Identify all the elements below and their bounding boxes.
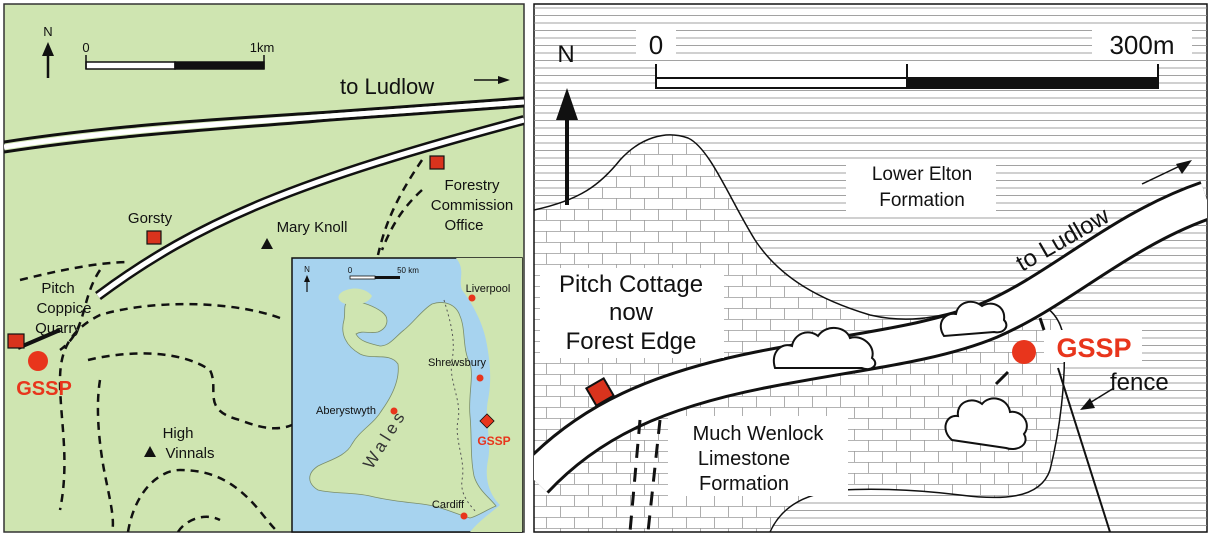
north-arrowhead-icon: [42, 42, 54, 56]
tree-clump-icon: [939, 300, 1008, 338]
high-label: High: [163, 425, 194, 442]
right-scale-bar: [655, 64, 1159, 89]
mary-knoll-summit-icon: [261, 238, 273, 249]
right-gssp-marker-icon: [1012, 340, 1036, 364]
lower-elton-label-line-2: Formation: [879, 190, 965, 211]
aberystwyth-label: Aberystwyth: [316, 405, 376, 417]
gorsty-label: Gorsty: [128, 210, 173, 227]
inset-wales: [309, 299, 497, 519]
forestry-label-line-1: Forestry: [444, 177, 500, 194]
fence-line: [1057, 367, 1111, 532]
right-north-label: N: [557, 41, 574, 68]
right-scale-end: 300m: [1109, 30, 1174, 60]
right-gssp-label: GSSP: [1056, 333, 1131, 363]
mary-knoll-label: Mary Knoll: [277, 219, 348, 236]
left-map: N 0 1km to Ludlow Forestry Commission Of…: [3, 3, 525, 533]
cottage-label-line-1: Pitch Cottage: [559, 271, 703, 298]
tree-clumps: [772, 300, 1028, 450]
gssp-marker-icon: [28, 351, 48, 371]
inset-north-label: N: [304, 265, 310, 274]
gorsty-marker-icon: [146, 230, 162, 245]
right-dashed-track: [628, 419, 662, 532]
forestry-label-line-2: Commission: [431, 197, 514, 214]
cottage-label-line-2: now: [609, 299, 654, 326]
aberystwyth-dot-icon: [390, 407, 398, 415]
cottage-label-line-3: Forest Edge: [566, 328, 697, 355]
forestry-office-marker-icon: [429, 155, 445, 170]
north-label: N: [43, 24, 52, 39]
gssp-dashes: [994, 317, 1046, 386]
pitch-label-line-1: Pitch: [41, 280, 74, 297]
vinnals-label: Vinnals: [166, 445, 215, 462]
tree-clump-icon: [944, 397, 1028, 450]
fence-label: fence: [1110, 369, 1169, 396]
right-road-direction-arrow-icon: [1141, 163, 1185, 185]
liverpool-dot-icon: [468, 294, 476, 302]
high-vinnals-summit-icon: [144, 446, 156, 457]
lower-road: [95, 115, 524, 301]
inset-scale-start: 0: [348, 266, 353, 275]
lower-elton-label-line-1: Lower Elton: [872, 164, 972, 185]
inset-scale-bar: [349, 275, 376, 280]
road-label-to-ludlow: to Ludlow: [340, 74, 434, 99]
cardiff-dot-icon: [460, 512, 468, 520]
right-scale-start: 0: [649, 30, 663, 60]
right-map: N 0 300m Lower Elton Formation to Ludlow…: [533, 3, 1208, 533]
wenlock-label-line-2: Limestone: [698, 448, 790, 470]
cardiff-label: Cardiff: [432, 499, 465, 511]
inset-map: N 0 50 km Liverpool Shrewsbury Aberystwy…: [291, 257, 523, 533]
tree-clump-icon: [772, 327, 877, 370]
scale-start-label: 0: [82, 40, 89, 55]
cottage-marker-icon: [584, 376, 616, 408]
right-road: [534, 181, 1207, 494]
quarry-track: [17, 328, 61, 350]
quarry-marker-icon: [7, 333, 25, 349]
inset-border: [443, 299, 477, 513]
gssp-label: GSSP: [16, 378, 72, 400]
scale-bar: [85, 55, 265, 70]
liverpool-label: Liverpool: [466, 283, 511, 295]
pitch-label-line-3: Quarry: [35, 320, 81, 337]
inset-gssp-label: GSSP: [477, 434, 510, 448]
forestry-label-line-3: Office: [445, 217, 484, 234]
wenlock-label-line-3: Formation: [699, 473, 789, 495]
inset-gssp-marker-icon: [479, 413, 495, 429]
wenlock-label-line-1: Much Wenlock: [693, 423, 825, 445]
shrewsbury-dot-icon: [476, 374, 484, 382]
shrewsbury-label: Shrewsbury: [428, 357, 487, 369]
fence-pointer-arrow-icon: [1087, 387, 1115, 405]
pitch-label-line-2: Coppice: [36, 300, 91, 317]
upper-road: [4, 96, 524, 154]
inset-scale-end: 50 km: [397, 266, 419, 275]
dashed-tracks: [19, 159, 424, 532]
scale-end-label: 1km: [250, 40, 275, 55]
inset-anglesey: [338, 288, 372, 305]
inset-england: [456, 258, 522, 532]
